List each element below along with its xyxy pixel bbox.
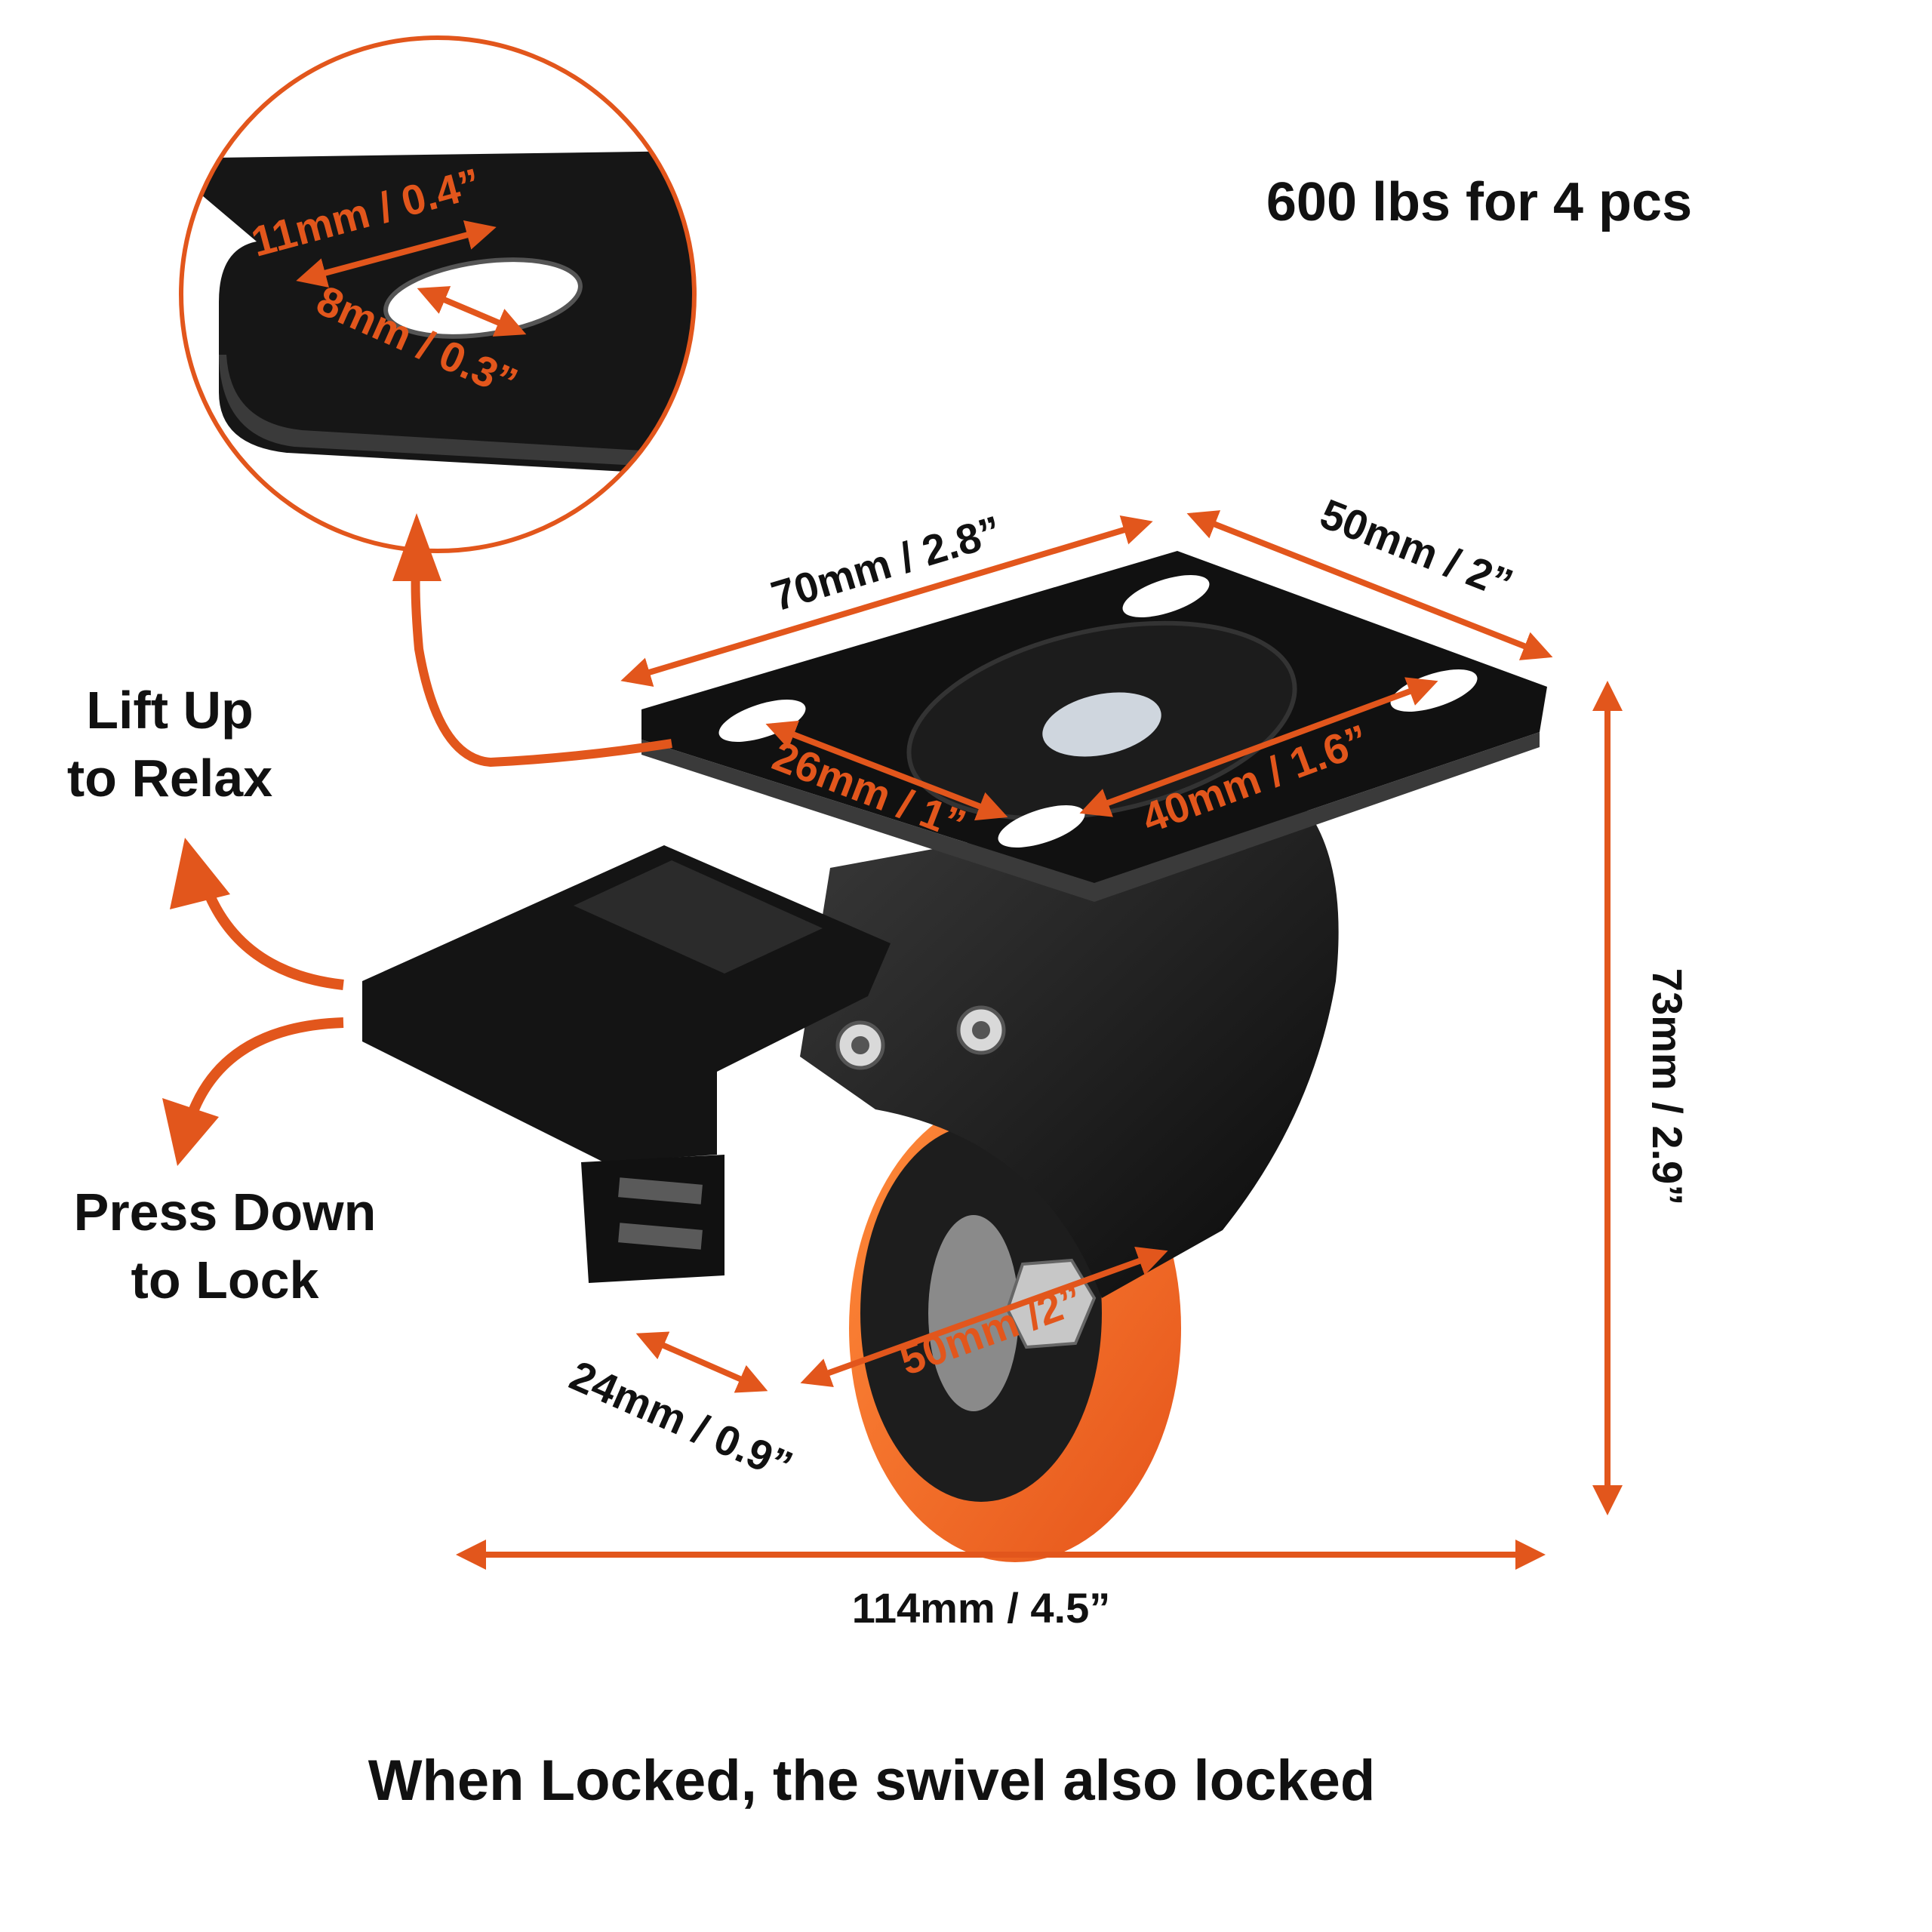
zoom-pointer-arrow bbox=[411, 558, 672, 768]
plate-width-label: 50mm / 2” bbox=[1314, 489, 1519, 608]
bolt-spacing-short-arrow bbox=[765, 720, 1008, 821]
press-label-line2: to Lock bbox=[131, 1251, 319, 1309]
press-down-arrow bbox=[187, 1017, 344, 1115]
press-label-line1: Press Down bbox=[74, 1183, 377, 1241]
wheel-width-label: 24mm / 0.9” bbox=[563, 1351, 799, 1490]
lift-label-line2: to Relax bbox=[67, 749, 272, 808]
fork bbox=[800, 785, 1339, 1298]
dimension-arrows bbox=[296, 220, 1623, 1570]
bolt-hole bbox=[998, 805, 1085, 848]
slot-width-arrow bbox=[417, 286, 527, 337]
total-length-label: 114mm / 4.5” bbox=[852, 1584, 1110, 1632]
headline: 600 lbs for 4 pcs bbox=[1266, 172, 1692, 232]
bolt-hole bbox=[718, 700, 806, 742]
callout-arrows bbox=[162, 513, 672, 1166]
lift-label-line1: Lift Up bbox=[86, 681, 254, 740]
bolt-spacing-long-arrow bbox=[1079, 677, 1438, 817]
zoom-circle-outline bbox=[179, 35, 697, 553]
plate-width-arrow bbox=[1186, 510, 1553, 660]
press-down-arrowhead bbox=[162, 1098, 219, 1166]
slot-length-arrow bbox=[296, 220, 497, 288]
caster-illustration bbox=[362, 551, 1547, 1562]
footer-note: When Locked, the swivel also locked bbox=[368, 1749, 1376, 1813]
wheel-diameter-arrow bbox=[800, 1247, 1168, 1387]
plate-length-arrow bbox=[620, 515, 1153, 687]
lift-up-arrow bbox=[202, 888, 344, 990]
lift-up-arrowhead bbox=[170, 838, 230, 909]
brake-pedal bbox=[362, 845, 891, 1283]
zoom-pointer-arrowhead bbox=[392, 513, 441, 581]
total-height-label: 73mm / 2.9” bbox=[1644, 968, 1691, 1205]
wheel-width-arrow bbox=[635, 1331, 768, 1393]
